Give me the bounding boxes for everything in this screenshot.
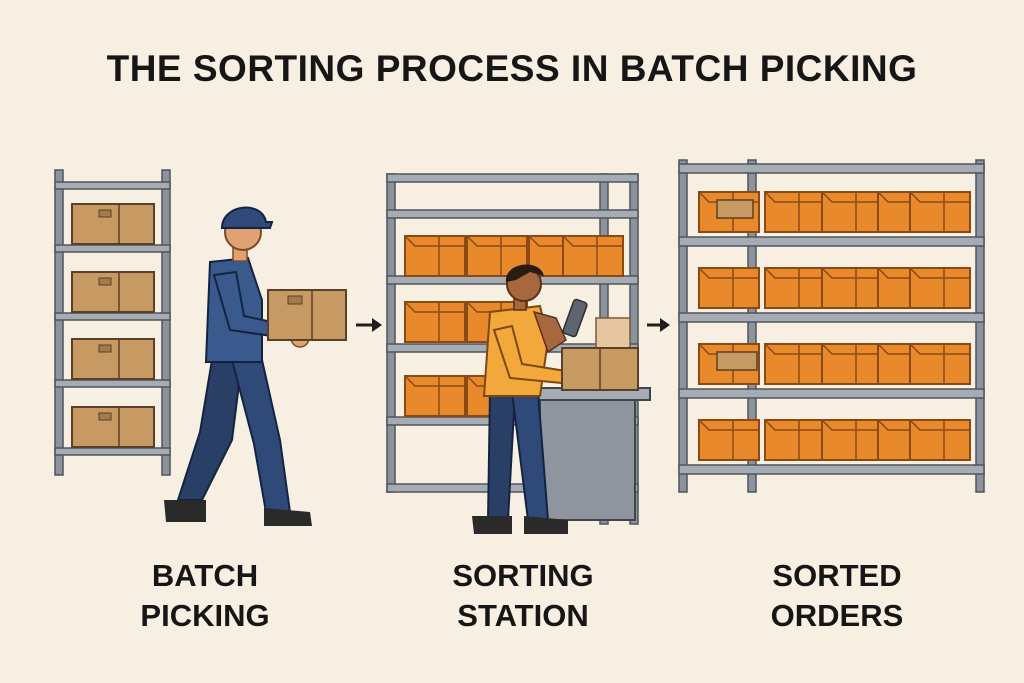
sorted-orders-shelf — [678, 159, 985, 493]
worker-carrying-box — [164, 206, 347, 526]
diagram-title: THE SORTING PROCESS IN BATCH PICKING — [106, 48, 918, 89]
stage-label-line2: PICKING — [140, 598, 270, 633]
stage-label-sorted-orders: SORTED ORDERS — [707, 556, 967, 636]
stage-label-sorting-station: SORTING STATION — [393, 556, 653, 636]
stage-label-line1: SORTING — [452, 558, 594, 593]
worker-scanning-box — [472, 264, 639, 534]
stage-label-line2: ORDERS — [770, 598, 904, 633]
stage-label-line1: BATCH — [151, 558, 259, 593]
stage-label-batch-picking: BATCH PICKING — [75, 556, 335, 636]
stage-label-line2: STATION — [457, 598, 589, 633]
batch-picking-shelf — [54, 169, 171, 476]
arrow-to-sorting-icon — [356, 318, 382, 332]
stage-label-line1: SORTED — [772, 558, 902, 593]
arrow-to-sorted-icon — [647, 318, 670, 332]
